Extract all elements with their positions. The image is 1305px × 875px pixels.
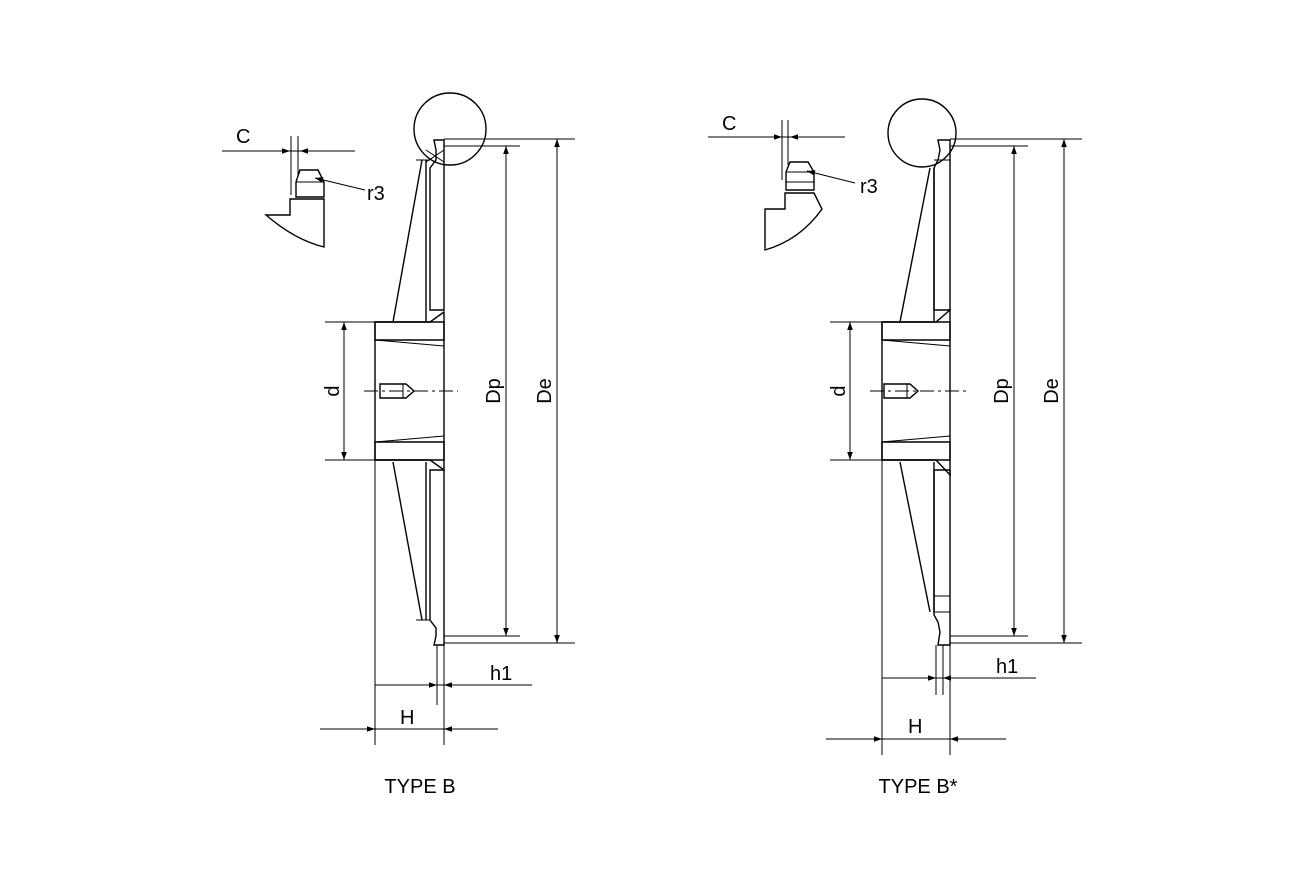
dimension-h: H (826, 716, 1006, 742)
dimension-dp: Dp (950, 145, 1028, 637)
dimension-label-r3: r3 (367, 183, 385, 205)
detail-circle (413, 92, 487, 166)
dimension-dp: Dp (444, 145, 520, 637)
tooth-detail-view: C r3 (222, 126, 385, 248)
dimension-label-d: d (828, 385, 850, 396)
dimension-label-c: C (722, 113, 736, 135)
sprocket-section (364, 139, 458, 646)
detail-circle (887, 98, 957, 168)
dimension-de: De (950, 138, 1082, 644)
dimension-h: H (320, 707, 498, 732)
dimension-d: d (322, 321, 375, 461)
dimension-label-dp: Dp (991, 378, 1013, 404)
dimension-label-h: H (908, 716, 922, 738)
sprocket-section (870, 139, 966, 646)
dimension-label-h: H (400, 707, 414, 729)
dimension-label-de: De (534, 378, 556, 404)
dimension-label-c: C (236, 126, 250, 148)
caption-type-b: TYPE B (384, 776, 455, 798)
sprocket-type-b: C r3 (222, 92, 575, 798)
dimension-label-h1: h1 (490, 663, 512, 685)
dimension-label-h1: h1 (996, 656, 1018, 678)
sprocket-type-b-star: C r3 (708, 98, 1082, 798)
dimension-de: De (444, 138, 575, 644)
tooth-detail-view: C r3 (708, 113, 878, 251)
dimension-d: d (828, 321, 882, 461)
caption-type-b-star: TYPE B* (879, 776, 958, 798)
dimension-label-de: De (1041, 378, 1063, 404)
dimension-h1: h1 (374, 460, 532, 745)
dimension-label-d: d (322, 385, 344, 396)
dimension-label-r3: r3 (860, 176, 878, 198)
dimension-label-dp: Dp (483, 378, 505, 404)
dimension-h1: h1 (881, 460, 1036, 755)
